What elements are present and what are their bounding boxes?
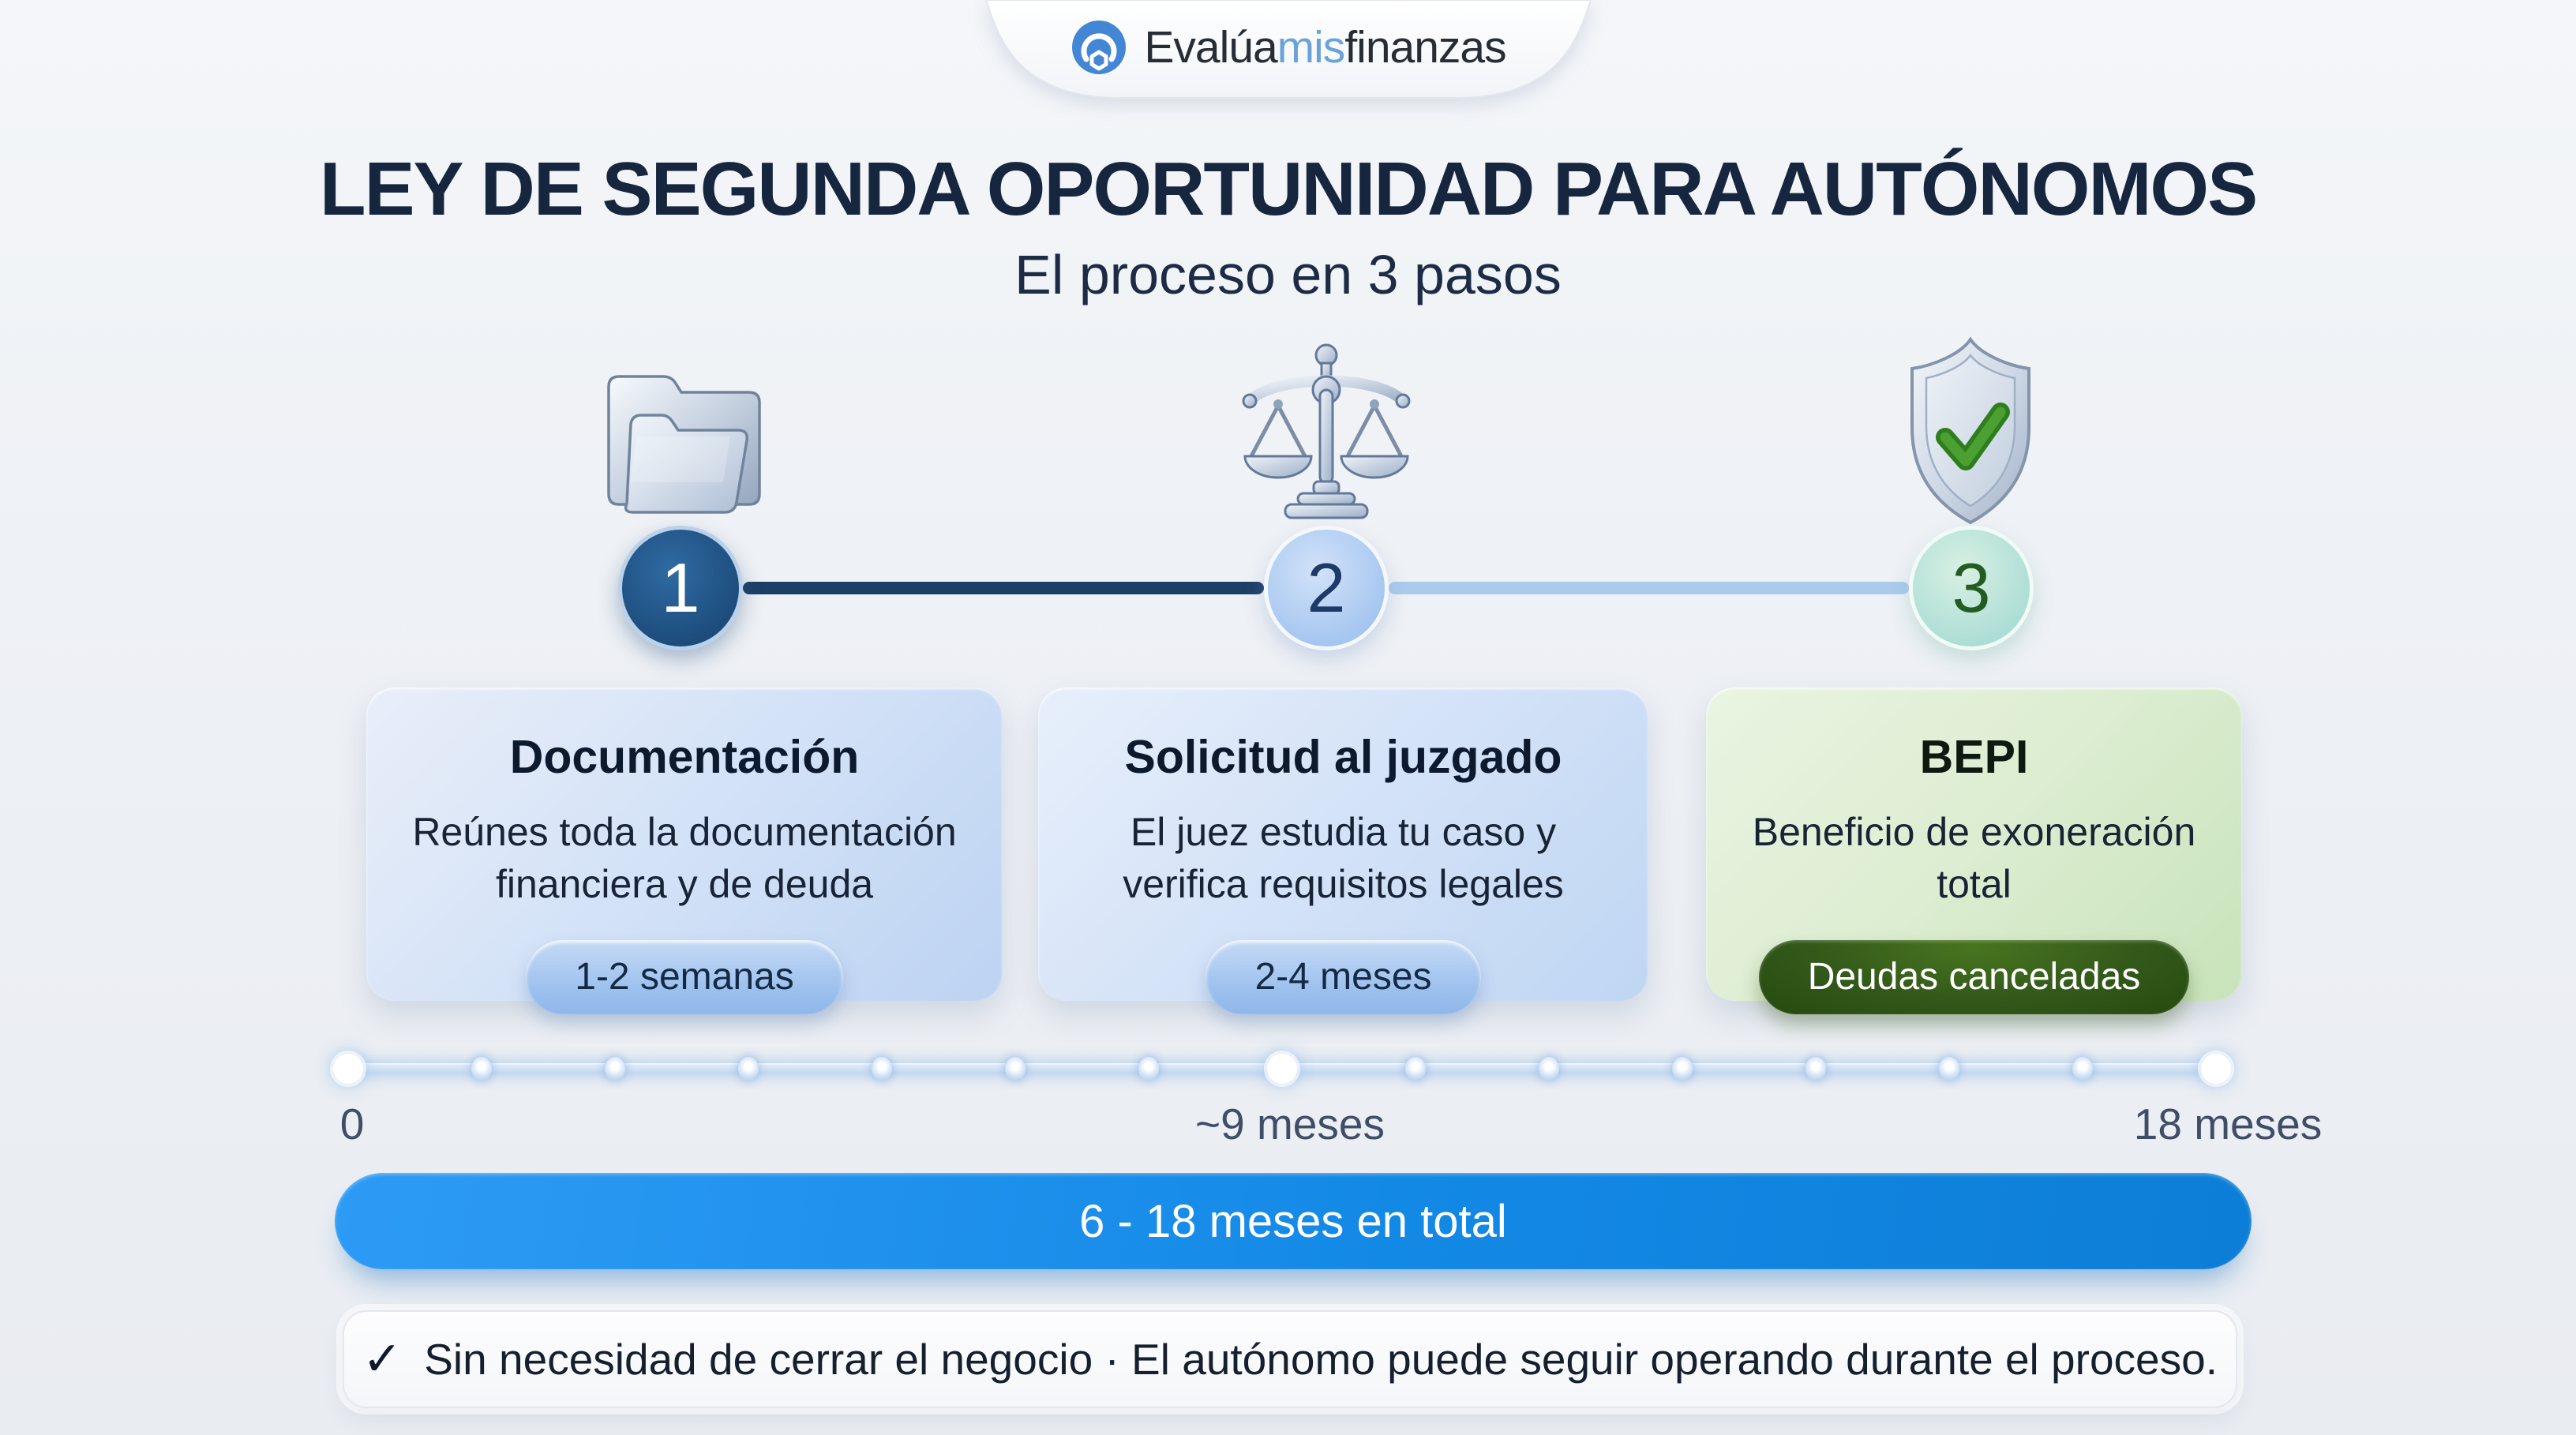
timeline-label-start: 0: [339, 1100, 365, 1148]
step-card-description: El juez estudia tu caso y verifica requi…: [1123, 810, 1564, 906]
step-number-3: 3: [1909, 526, 2034, 650]
step-result-badge: Deudas canceladas: [1758, 940, 2190, 1014]
brand-word-evalua: Evalúa: [1144, 22, 1277, 73]
brand-badge: Evalúamisfinanzas: [984, 0, 1592, 103]
brand-wordmark: Evalúamisfinanzas: [1144, 21, 1506, 73]
timeline-dot: [1539, 1057, 1559, 1081]
step-card-description: Beneficio de exoneración total: [1752, 810, 2196, 906]
timeline-dot: [1138, 1057, 1159, 1081]
connector-step2-step3: [1389, 582, 1909, 594]
connector-step1-step2: [743, 582, 1264, 594]
step-card-solicitud: Solicitud al juzgado El juez estudia tu …: [1038, 688, 1648, 1014]
total-duration-label: 6 - 18 meses en total: [1079, 1195, 1507, 1247]
timeline-dot: [738, 1057, 759, 1081]
timeline-milestone-dot: [2201, 1054, 2231, 1084]
step-number-2: 2: [1264, 526, 1389, 650]
timeline-dot: [605, 1057, 625, 1081]
brand-circle-icon: [1072, 21, 1127, 74]
page-subtitle: El proceso en 3 pasos: [1014, 244, 1562, 305]
step-card-bepi: BEPI Beneficio de exoneración total Deud…: [1706, 688, 2242, 1014]
checkmark-icon: ✓: [362, 1332, 403, 1385]
timeline-label-mid: ~9 meses: [1195, 1100, 1385, 1148]
brand-logo: Evalúamisfinanzas: [984, 14, 1592, 81]
folder-icon: [582, 346, 779, 535]
timeline-milestone-dot: [1267, 1054, 1297, 1084]
timeline-dot: [471, 1057, 492, 1081]
total-duration-bar: 6 - 18 meses en total: [335, 1173, 2252, 1269]
step-number-1: 1: [618, 526, 743, 650]
step-card-title: Solicitud al juzgado: [1124, 731, 1562, 783]
timeline-dot: [1672, 1057, 1693, 1081]
step-card-documentacion: Documentación Reúnes toda la documentaci…: [366, 688, 1003, 1014]
timeline-dot: [872, 1057, 892, 1081]
timeline-dot: [1939, 1057, 1959, 1081]
brand-word-finanzas: finanzas: [1344, 22, 1506, 73]
timeline-dot: [1405, 1057, 1426, 1081]
timeline: [333, 1054, 2231, 1084]
shield-check-icon: [1890, 335, 2052, 532]
brand-badge-shape: [984, 0, 1592, 99]
step-duration-badge: 2-4 meses: [1206, 940, 1481, 1014]
brand-word-mis: mis: [1277, 22, 1346, 73]
step-card-description: Reúnes toda la documentación financiera …: [412, 810, 957, 906]
timeline-dot: [2072, 1057, 2093, 1081]
timeline-dot: [1005, 1057, 1026, 1081]
footnote-text: Sin necesidad de cerrar el negocio · El …: [424, 1335, 2218, 1384]
footnote-box: ✓ Sin necesidad de cerrar el negocio · E…: [343, 1310, 2237, 1408]
page-title: LEY DE SEGUNDA OPORTUNIDAD PARA AUTÓNOMO…: [319, 147, 2258, 231]
timeline-milestone-dot: [333, 1054, 363, 1084]
timeline-dot: [1805, 1057, 1826, 1081]
timeline-label-end: 18 meses: [2133, 1100, 2323, 1148]
step-card-title: BEPI: [1919, 731, 2029, 783]
step-duration-badge: 1-2 semanas: [526, 940, 843, 1014]
step-card-title: Documentación: [509, 731, 860, 783]
scales-of-justice-icon: [1228, 338, 1425, 535]
